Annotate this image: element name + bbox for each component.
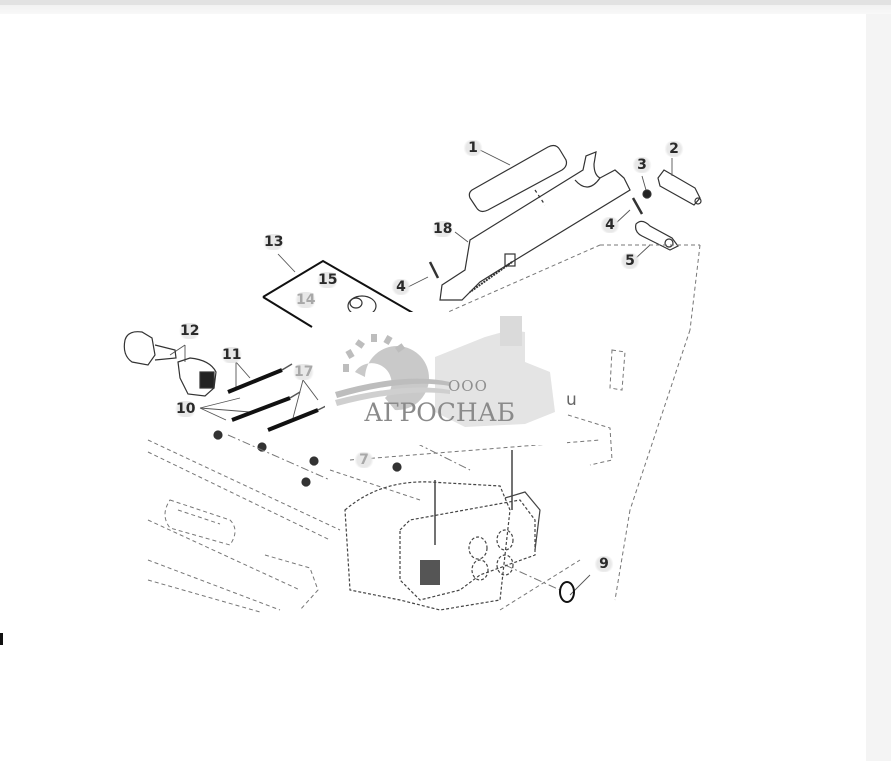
bolt-part-4	[631, 197, 644, 215]
left-edge-glyph	[0, 633, 3, 645]
arm-part-18	[439, 151, 631, 301]
callout-1: 1	[463, 140, 483, 156]
viewer-top-bar	[0, 0, 891, 5]
bracket-part-5	[635, 220, 679, 251]
callout-15: 15	[316, 272, 340, 288]
coupler-part-12	[123, 331, 217, 397]
callout-4-right: 4	[600, 217, 620, 233]
hoses-part-11	[227, 368, 319, 432]
watermark-prefix: ООО	[448, 377, 488, 395]
nut-part-3	[642, 189, 652, 199]
callout-3: 3	[632, 157, 652, 173]
frame-mark: u	[566, 390, 577, 410]
ring-part-9	[559, 581, 575, 603]
rod-part-2	[657, 169, 702, 206]
pad-part-1	[468, 144, 568, 213]
watermark-logo-icon	[335, 316, 555, 427]
viewer-top-band	[0, 5, 891, 14]
watermark-name: АГРОСНАБ	[364, 398, 516, 427]
callout-17: 17	[292, 364, 316, 380]
callout-18: 18	[431, 221, 455, 237]
callout-2: 2	[664, 141, 684, 157]
right-gutter	[866, 14, 891, 761]
callout-5: 5	[620, 253, 640, 269]
callout-12: 12	[178, 323, 202, 339]
watermark-box	[325, 312, 567, 445]
callout-11: 11	[220, 347, 244, 363]
pump-housing	[344, 450, 541, 611]
callout-7: 7	[354, 452, 374, 468]
callout-4-left: 4	[391, 279, 411, 295]
callout-14: 14	[294, 292, 318, 308]
bolt-part-4b	[428, 261, 440, 279]
callout-9: 9	[594, 556, 614, 572]
callout-10: 10	[174, 401, 198, 417]
callout-13: 13	[262, 234, 286, 250]
